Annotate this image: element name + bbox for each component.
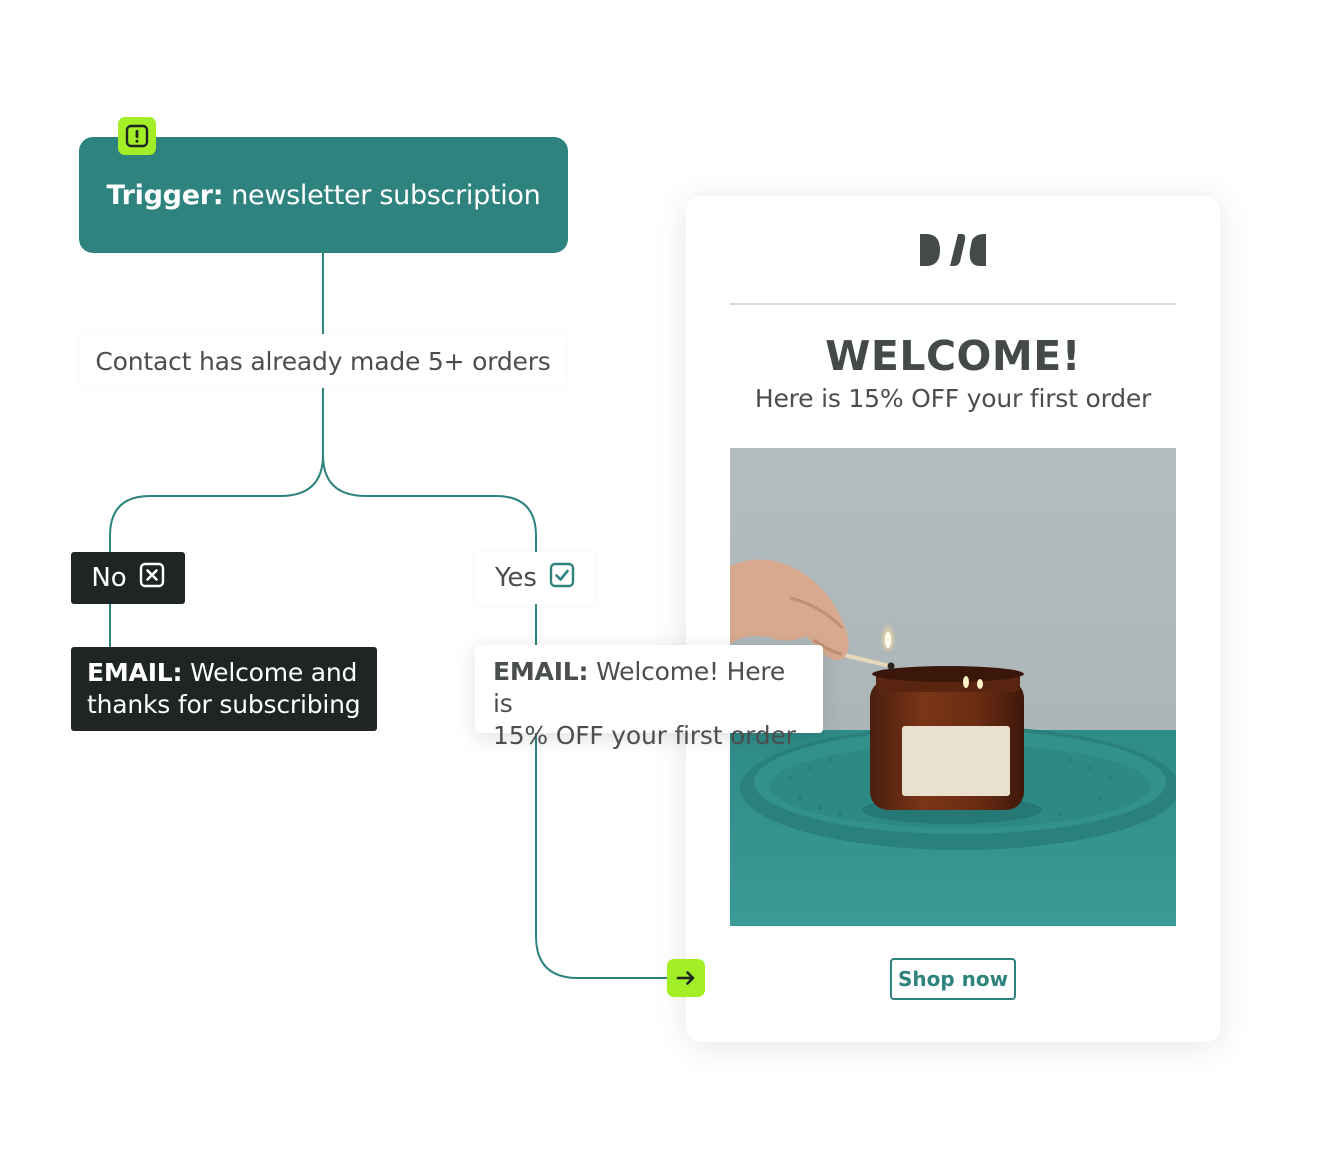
preview-subline: Here is 15% OFF your first order xyxy=(754,384,1152,413)
connector-branch-no xyxy=(109,454,324,552)
branch-yes-label[interactable]: Yes xyxy=(476,552,594,604)
email-yes-text1: Welcome! Here is xyxy=(493,657,786,718)
shop-now-button[interactable]: Shop now xyxy=(890,958,1016,1000)
connector-email-to-preview xyxy=(535,733,667,979)
x-box-icon xyxy=(139,562,165,595)
email-no-text2: thanks for subscribing xyxy=(87,690,361,719)
email-yes-text2: 15% OFF your first order xyxy=(493,721,796,750)
preview-headline: WELCOME! xyxy=(825,332,1081,380)
email-yes-prefix: EMAIL: xyxy=(493,657,589,686)
branch-yes-text: Yes xyxy=(495,563,537,593)
trigger-label: Trigger: xyxy=(106,179,224,211)
brand-logo-icon xyxy=(920,232,988,268)
branch-no-text: No xyxy=(91,563,127,593)
check-box-icon xyxy=(549,562,575,595)
arrow-right-icon xyxy=(667,959,705,997)
branch-no-label[interactable]: No xyxy=(71,552,185,604)
email-preview-card: WELCOME! Here is 15% OFF your first orde… xyxy=(686,196,1220,1042)
exclamation-icon xyxy=(118,117,156,155)
trigger-node[interactable]: Trigger: newsletter subscription xyxy=(79,137,568,253)
email-no-text1: Welcome and xyxy=(190,658,358,687)
email-no-line1: EMAIL: Welcome and xyxy=(87,657,361,689)
email-node-yes-branch[interactable]: EMAIL: Welcome! Here is 15% OFF your fir… xyxy=(475,645,823,750)
trigger-value: newsletter subscription xyxy=(231,179,541,211)
email-node-no-branch[interactable]: EMAIL: Welcome and thanks for subscribin… xyxy=(71,647,377,731)
preview-divider xyxy=(730,303,1176,305)
condition-text: Contact has already made 5+ orders xyxy=(95,346,551,376)
email-no-prefix: EMAIL: xyxy=(87,658,183,687)
condition-node[interactable]: Contact has already made 5+ orders xyxy=(80,334,566,388)
connector-branch-yes xyxy=(322,454,537,552)
email-yes-line1: EMAIL: Welcome! Here is xyxy=(493,656,805,720)
